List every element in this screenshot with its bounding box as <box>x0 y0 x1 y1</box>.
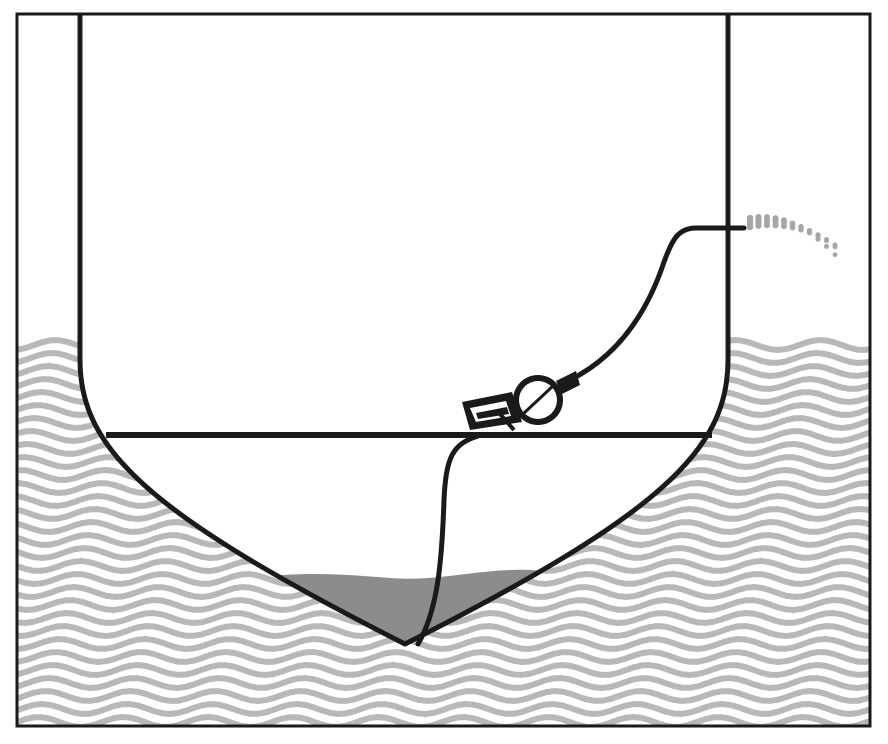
bilge-pump-icon <box>462 371 580 432</box>
wave-line <box>17 622 870 640</box>
water-spray-icon <box>746 213 838 258</box>
spray-droplet <box>806 230 813 236</box>
spray-droplet <box>789 224 796 231</box>
spray-droplet <box>781 223 787 230</box>
spray-droplet <box>824 243 829 249</box>
spray-droplet <box>815 233 821 239</box>
wave-line <box>17 700 870 718</box>
spray-droplet <box>764 222 770 229</box>
spray-droplet <box>832 252 838 258</box>
hull-interior <box>80 14 728 644</box>
discharge-hose-icon <box>567 225 747 383</box>
frame-border <box>15 12 872 728</box>
spray-droplet <box>772 222 779 229</box>
wave-line <box>17 687 870 705</box>
wave-line <box>17 674 870 692</box>
spray-droplet <box>755 222 762 229</box>
wave-line <box>17 661 870 679</box>
spray-droplet <box>746 223 754 231</box>
intake-hose-icon <box>415 433 481 647</box>
wave-line <box>17 635 870 653</box>
wave-line <box>17 648 870 666</box>
spray-droplet <box>824 237 829 243</box>
spray-droplet <box>832 242 838 248</box>
spray-droplet <box>798 227 804 233</box>
